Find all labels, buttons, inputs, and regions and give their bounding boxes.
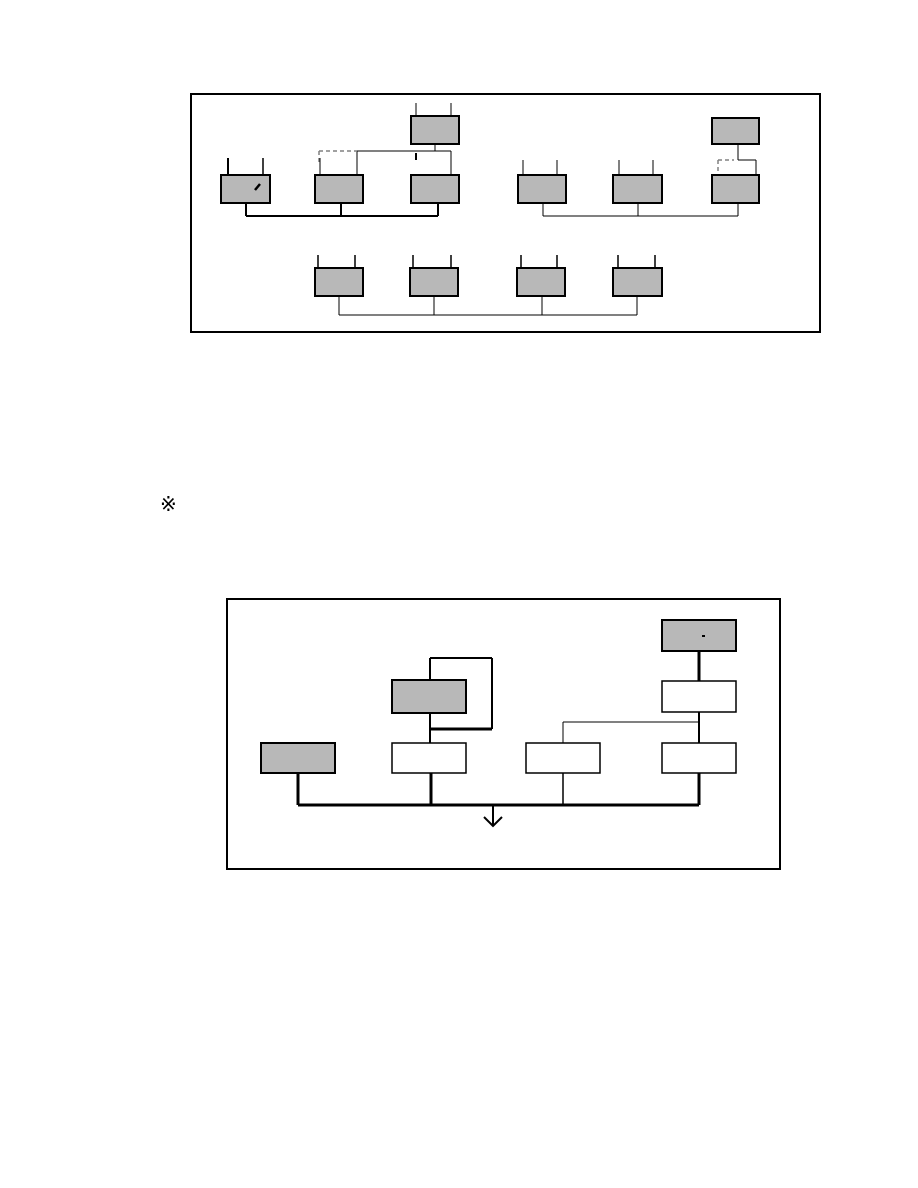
top-center-box [410,115,460,145]
top-row2-box-2 [409,267,459,297]
top-row1-box-6 [711,174,760,204]
top-row2-box-4 [612,267,663,297]
bottom-diagram-frame [226,598,781,870]
bottom-top-right-box [661,619,737,652]
top-diagram [190,93,821,333]
top-center-box-group [318,103,460,175]
bottom-row-box-2 [391,742,467,774]
top-row1-box-2 [314,174,364,204]
top-row1-box-1 [220,174,271,204]
bottom-row-box-1 [260,742,336,774]
bottom-row-box-4 [661,742,737,774]
bottom-diagram [226,598,781,870]
top-diagram-frame [190,93,821,333]
top-right-box [711,117,760,145]
top-row1-right-group [517,160,760,217]
reference-mark-icon: ※ [160,492,177,516]
output-arrow-icon [483,805,503,828]
top-row1-box-5 [612,174,663,204]
top-row2-box-3 [516,267,566,297]
top-row1-box-4 [517,174,567,204]
top-row2-box-1 [314,267,364,297]
top-right-box-group [711,117,760,175]
top-row2-group [314,255,663,316]
bottom-row-box-3 [525,742,601,774]
bottom-center-gray-box [391,679,467,714]
top-row1-left-group [220,158,460,217]
top-row1-box-3 [410,174,460,204]
bottom-right-mid-box [661,680,737,713]
